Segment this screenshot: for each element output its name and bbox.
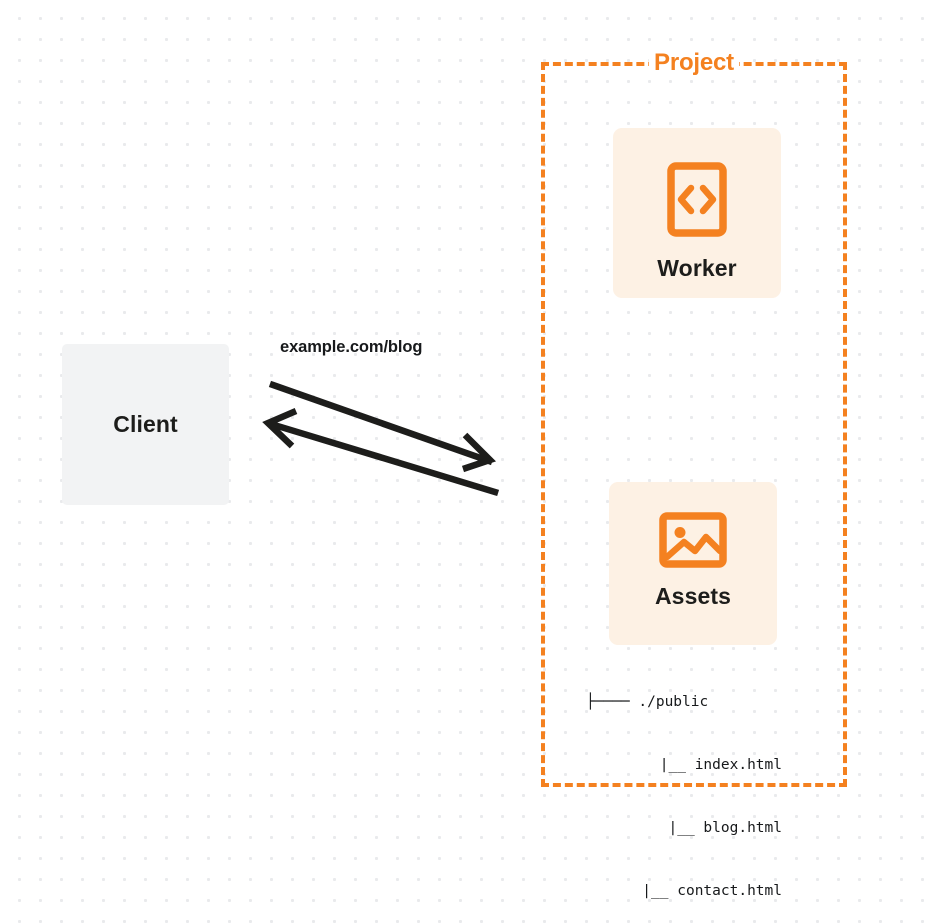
client-node: Client bbox=[62, 344, 229, 505]
file-tree-branch: |__ bbox=[659, 757, 686, 773]
file-tree-name: ./public bbox=[638, 694, 709, 710]
connector-arrows bbox=[262, 380, 500, 497]
image-icon bbox=[659, 512, 727, 568]
arrow-left-icon bbox=[262, 408, 500, 497]
worker-card: Worker bbox=[613, 128, 781, 298]
project-label: Project bbox=[649, 49, 739, 77]
file-tree-branch: |__ bbox=[668, 820, 695, 836]
assets-file-tree: ├──── ./public |__ index.html |__ blog.h… bbox=[586, 650, 782, 923]
file-tree-row: |__ blog.html bbox=[586, 818, 782, 839]
file-tree-branch: ├──── bbox=[586, 694, 630, 710]
file-tree-name: index.html bbox=[694, 757, 782, 773]
assets-label: Assets bbox=[654, 583, 732, 609]
client-label: Client bbox=[113, 411, 178, 437]
assets-card: Assets bbox=[609, 482, 777, 645]
code-brackets-icon bbox=[667, 162, 727, 237]
file-tree-name: contact.html bbox=[677, 883, 782, 899]
file-tree-row: |__ index.html bbox=[586, 755, 782, 776]
file-tree-row: |__ contact.html bbox=[586, 881, 782, 902]
worker-label: Worker bbox=[657, 255, 737, 281]
file-tree-branch: |__ bbox=[642, 883, 669, 899]
project-boundary: Project bbox=[541, 49, 847, 787]
connector-url-label: example.com/blog bbox=[280, 338, 423, 356]
arrow-right-icon bbox=[268, 380, 497, 473]
file-tree-row: ├──── ./public bbox=[586, 692, 782, 713]
file-tree-name: blog.html bbox=[703, 820, 782, 836]
